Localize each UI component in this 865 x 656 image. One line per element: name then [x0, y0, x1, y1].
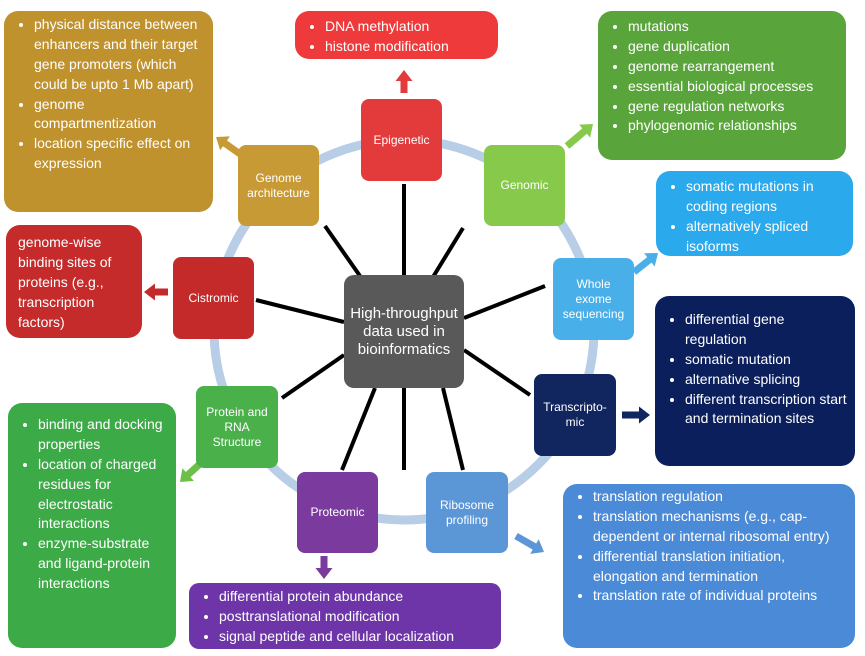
details-genome-arch: physical distance between enhancers and … — [4, 11, 213, 212]
node-epigenetic: Epigenetic — [361, 99, 442, 181]
detail-item: DNA methylation — [325, 17, 490, 37]
details-protein-rna: binding and docking properties location … — [8, 403, 176, 648]
detail-item: signal peptide and cellular localization — [219, 627, 493, 647]
details-proteomic: differential protein abundance posttrans… — [189, 583, 501, 649]
detail-item: physical distance between enhancers and … — [34, 15, 205, 95]
arrow-whole-exome — [631, 253, 658, 275]
center-node: High-throughput data used in bioinformat… — [344, 275, 464, 388]
details-ribosome: translation regulation translation mecha… — [563, 484, 855, 648]
details-cistromic: genome-wise binding sites of proteins (e… — [6, 225, 142, 338]
node-genomic: Genomic — [484, 145, 565, 226]
node-cistromic: Cistromic — [173, 257, 254, 339]
arrow-cistromic — [144, 283, 168, 301]
detail-item: location specific effect on expression — [34, 134, 205, 174]
arrow-genomic — [564, 124, 593, 149]
node-label: Cistromic — [188, 290, 239, 305]
spoke-line — [280, 353, 346, 400]
node-ribosome: Ribosome profiling — [426, 472, 508, 553]
detail-item: different transcription start and termin… — [685, 390, 847, 430]
node-transcriptomic: Transcripto-mic — [534, 374, 616, 456]
node-proteomic: Proteomic — [297, 472, 378, 553]
spoke-line — [463, 284, 546, 320]
detail-item: alternative splicing — [685, 370, 847, 390]
node-label: Genomic — [500, 178, 549, 192]
detail-item: alternatively spliced isoforms — [686, 217, 845, 257]
details-transcriptomic: differential gene regulation somatic mut… — [655, 296, 855, 466]
node-label: Proteomic — [310, 505, 365, 519]
node-label: Whole exome sequencing — [562, 276, 625, 321]
node-label: Genome architecture — [247, 170, 310, 200]
node-label: Protein and RNA Structure — [206, 404, 268, 449]
details-epigenetic: DNA methylation histone modification — [295, 11, 498, 59]
detail-item: essential biological processes — [628, 77, 838, 97]
arrow-genome-arch — [216, 136, 242, 157]
node-whole-exome: Whole exome sequencing — [553, 258, 634, 340]
detail-item: histone modification — [325, 37, 490, 57]
detail-item: genome rearrangement — [628, 57, 838, 77]
detail-item: gene regulation networks — [628, 97, 838, 117]
detail-item: translation rate of individual proteins — [593, 586, 847, 606]
detail-item: gene duplication — [628, 37, 838, 57]
spoke-line — [340, 387, 377, 471]
spoke-line — [323, 224, 362, 278]
detail-item: mutations — [628, 17, 838, 37]
detail-item: phylogenomic relationships — [628, 116, 838, 136]
details-whole-exome: somatic mutations in coding regions alte… — [656, 171, 853, 256]
spoke-line — [431, 226, 465, 279]
arrow-epigenetic — [395, 70, 413, 93]
node-label: Transcripto-mic — [543, 400, 607, 429]
arrow-transcriptomic — [622, 406, 650, 424]
arrow-proteomic — [315, 556, 333, 579]
details-genomic: mutations gene duplication genome rearra… — [598, 11, 846, 160]
node-label: Ribosome profiling — [439, 497, 495, 527]
detail-item: translation mechanisms (e.g., cap-depend… — [593, 507, 847, 547]
node-label: Epigenetic — [373, 132, 430, 147]
arrow-ribosome — [514, 533, 544, 554]
detail-item: somatic mutation — [685, 350, 847, 370]
detail-item: genome-wise binding sites of proteins (e… — [18, 234, 112, 330]
spoke-line — [255, 298, 345, 324]
detail-item: differential gene regulation — [685, 310, 847, 350]
center-label: High-throughput data used in bioinformat… — [350, 304, 458, 358]
detail-item: genome compartmentization — [34, 95, 205, 135]
detail-item: binding and docking properties — [38, 415, 168, 455]
spoke-line — [441, 387, 465, 471]
spoke-line — [462, 348, 532, 397]
detail-item: translation regulation — [593, 487, 847, 507]
detail-item: differential protein abundance — [219, 587, 493, 607]
detail-item: posttranslational modification — [219, 607, 493, 627]
detail-item: somatic mutations in coding regions — [686, 177, 845, 217]
detail-item: location of charged residues for electro… — [38, 455, 168, 535]
node-genome-arch: Genome architecture — [238, 145, 319, 226]
detail-item: enzyme-substrate and ligand-protein inte… — [38, 534, 168, 594]
node-protein-rna: Protein and RNA Structure — [196, 386, 278, 468]
detail-item: differential translation initiation, elo… — [593, 547, 847, 587]
